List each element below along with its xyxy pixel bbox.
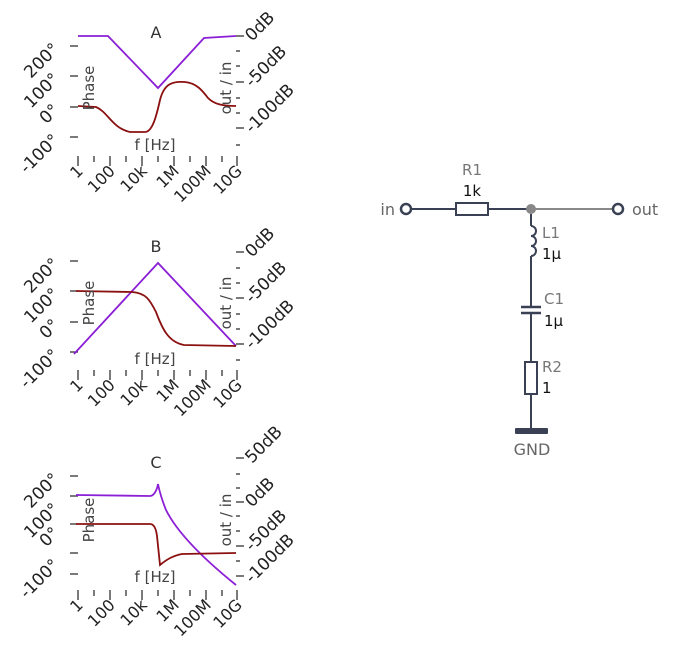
ground-symbol[interactable] [515, 428, 548, 434]
plot-b-magnitude-tick: 0dB [241, 224, 279, 262]
plot-a-frequency-label: f [Hz] [135, 136, 176, 154]
ground-label: GND [514, 440, 551, 459]
plot-c-phase-label: Phase [80, 498, 98, 543]
output-terminal[interactable] [611, 202, 625, 216]
plot-c-frequency-tick: 10k [116, 595, 151, 630]
schematic: in R1 1k out L1 1µ C1 1µ R2 1 [380, 161, 658, 459]
plot-b-frequency-tick: 1 [66, 375, 87, 396]
plot-a-magnitude-axis [236, 35, 244, 146]
plot-a-frequency-tick: 10k [116, 161, 151, 196]
plot-a-phase-curve [77, 80, 237, 133]
input-terminal[interactable] [399, 202, 413, 216]
plot-c-title: C [150, 453, 161, 472]
plot-b-title: B [151, 237, 162, 256]
plot-b-magnitude-label: out / in [217, 277, 235, 330]
r1-value: 1k [463, 182, 482, 200]
plot-c-magnitude-tick: 0dB [241, 474, 279, 512]
plot-a-frequency-axis [77, 156, 238, 166]
capacitor-c1[interactable] [521, 305, 541, 315]
plot-a-frequency-tick: 1 [66, 161, 87, 182]
plot-a-phase-label: Phase [80, 66, 98, 111]
plot-c-phase-curve [76, 523, 237, 567]
plot-c-frequency-tick: 100M [170, 595, 215, 640]
inductor-l1[interactable] [530, 225, 537, 257]
plot-c-magnitude-label: out / in [217, 494, 235, 547]
plot-c-magnitude-tick: 50dB [241, 422, 286, 467]
r2-value: 1 [542, 379, 552, 397]
plot-a-frequency-tick: 10G [209, 161, 246, 198]
plot-b-frequency-tick: 100 [84, 375, 119, 410]
plot-b-phase-axis [70, 260, 78, 353]
l1-name: L1 [542, 224, 560, 242]
plot-b-magnitude-axis [236, 251, 244, 361]
plot-a-magnitude-curve [78, 35, 237, 90]
l1-value: 1µ [542, 245, 562, 263]
plot-a-phase-tick: -100° [16, 130, 63, 177]
plot-b-frequency-axis [77, 370, 238, 380]
plot-a-magnitude-tick: -100dB [241, 80, 298, 137]
plot-a-phase-axis [70, 45, 78, 138]
plot-c-phase-tick: -100° [16, 555, 63, 602]
plot-b-magnitude-curve [73, 261, 237, 355]
plot-b-frequency-label: f [Hz] [135, 350, 176, 368]
plot-c-magnitude-curve [75, 483, 237, 586]
plot-a-magnitude-label: out / in [217, 62, 235, 115]
plot-a-frequency-tick: 100 [84, 161, 119, 196]
plot-b: B [16, 224, 299, 420]
input-port-label: in [380, 200, 395, 219]
c1-name: C1 [544, 290, 564, 308]
plot-a: A [16, 8, 299, 206]
junction-node [526, 204, 536, 214]
plot-c-frequency-tick: 10G [209, 595, 246, 632]
plot-c-frequency-axis [77, 590, 238, 600]
resistor-r1[interactable] [455, 202, 489, 216]
c1-value: 1µ [544, 312, 564, 330]
plot-a-title: A [151, 23, 162, 42]
r2-name: R2 [542, 358, 562, 376]
plot-c-phase-axis [70, 475, 78, 575]
plot-b-frequency-tick: 100M [170, 375, 215, 420]
plot-c-frequency-tick: 1 [66, 595, 87, 616]
output-port-label: out [632, 200, 658, 219]
plot-c: C [16, 422, 299, 640]
plot-a-magnitude-tick: 0dB [241, 8, 279, 46]
plot-b-frequency-tick: 10G [209, 375, 246, 412]
plot-c-frequency-tick: 100 [84, 595, 119, 630]
plot-b-phase-tick: -100° [16, 345, 63, 392]
plot-b-frequency-tick: 10k [116, 375, 151, 410]
resistor-r2[interactable] [524, 361, 538, 395]
plot-c-frequency-label: f [Hz] [135, 568, 176, 586]
r1-name: R1 [462, 161, 482, 179]
plot-a-frequency-tick: 100M [170, 161, 215, 206]
plot-b-magnitude-tick: -100dB [241, 296, 298, 353]
plot-b-phase-label: Phase [80, 281, 98, 326]
plot-c-magnitude-axis [236, 457, 244, 577]
plot-b-phase-curve [75, 290, 237, 347]
